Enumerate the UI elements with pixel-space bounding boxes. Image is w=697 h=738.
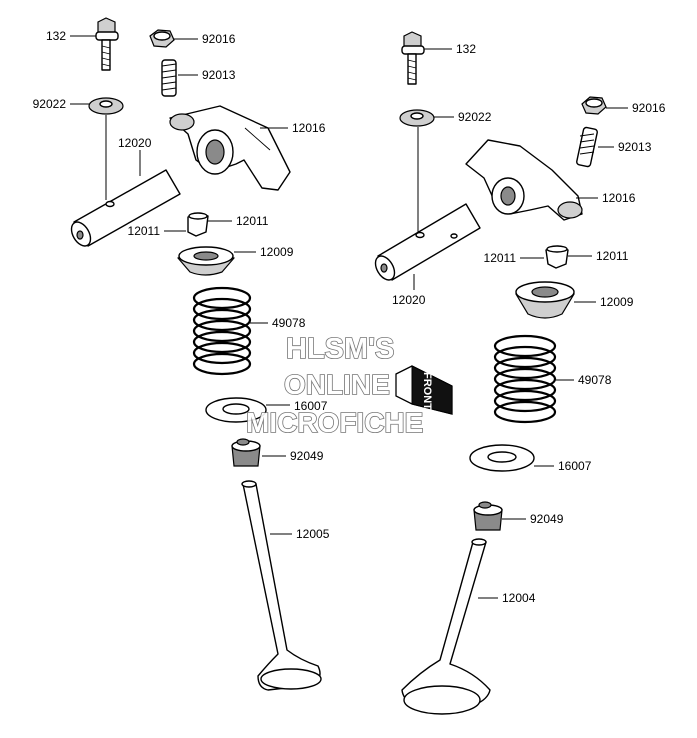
left-label-12020: 12020 [118,136,152,150]
spring-coil [493,400,557,424]
right-rocker-arm-12016 [465,139,583,221]
right-label-12011-left: 12011 [484,251,517,265]
right-label-92022: 92022 [458,110,492,124]
left-spring-49078 [192,286,252,376]
left-cotter-12011 [187,212,209,237]
left-label-12011-left: 12011 [128,224,161,238]
left-label-12011-right: 12011 [236,214,269,228]
spring-coil [192,330,252,354]
right-label-12004: 12004 [502,591,536,605]
left-spring-seat-16007 [205,397,267,423]
left-adjuster-92013 [161,59,177,97]
left-label-16007: 16007 [294,399,328,413]
right-label-132: 132 [456,42,476,56]
left-washer-92022 [88,97,124,115]
left-label-92013: 92013 [202,68,236,82]
right-cotter-12011 [545,245,569,269]
left-rocker-shaft-12020 [70,169,181,247]
spring-coil [493,345,557,369]
left-label-92049: 92049 [290,449,324,463]
left-label-12005: 12005 [296,527,330,541]
left-label-12016: 12016 [292,121,326,135]
front-badge-text: FRONT [421,372,433,410]
right-label-92016: 92016 [632,101,666,115]
right-label-92013: 92013 [618,140,652,154]
right-label-49078: 49078 [578,373,612,387]
left-label-12009: 12009 [260,245,294,259]
right-rocker-shaft-12020 [374,203,481,281]
right-adjuster-92013 [576,126,598,168]
spring-coil [192,297,252,321]
left-label-92016-nut: 92016 [202,32,236,46]
left-seal-92049 [231,438,261,467]
spring-coil [493,334,557,358]
left-retainer-12009 [177,246,235,276]
spring-coil [493,367,557,391]
left-label-132: 132 [46,29,66,43]
right-seal-92049 [473,501,503,531]
watermark-line1: HLSM'S [286,333,394,365]
right-washer-92022 [399,109,435,127]
watermark: HLSM'S ONLINE MICROFICHE [245,332,424,439]
right-retainer-12009 [515,281,575,319]
left-nut-92016 [149,29,175,48]
left-label-49078: 49078 [272,316,306,330]
right-nut-92016 [581,96,607,115]
watermark-line3: MICROFICHE [246,407,423,438]
spring-coil [192,286,252,310]
spring-coil [493,389,557,413]
spring-coil [192,308,252,332]
spring-coil [493,378,557,402]
right-label-12011-right: 12011 [596,249,629,263]
right-spring-seat-16007 [469,444,535,472]
left-bolt-132 [95,17,119,71]
spring-coil [192,341,252,365]
front-arrow-badge: FRONT [395,365,453,415]
watermark-line2: ONLINE [284,369,390,400]
right-valve-12004 [401,538,491,715]
spring-coil [493,356,557,380]
spring-coil [192,319,252,343]
right-label-92049: 92049 [530,512,564,526]
right-label-12009: 12009 [600,295,634,309]
right-label-12016: 12016 [602,191,636,205]
right-bolt-132 [401,31,425,85]
right-label-12020: 12020 [392,293,426,307]
left-label-92022: 92022 [33,97,67,111]
right-label-16007: 16007 [558,459,592,473]
spring-coil [192,352,252,376]
left-valve-12005 [241,480,322,691]
left-rocker-arm-12016 [169,105,291,191]
right-spring-49078 [493,334,557,424]
